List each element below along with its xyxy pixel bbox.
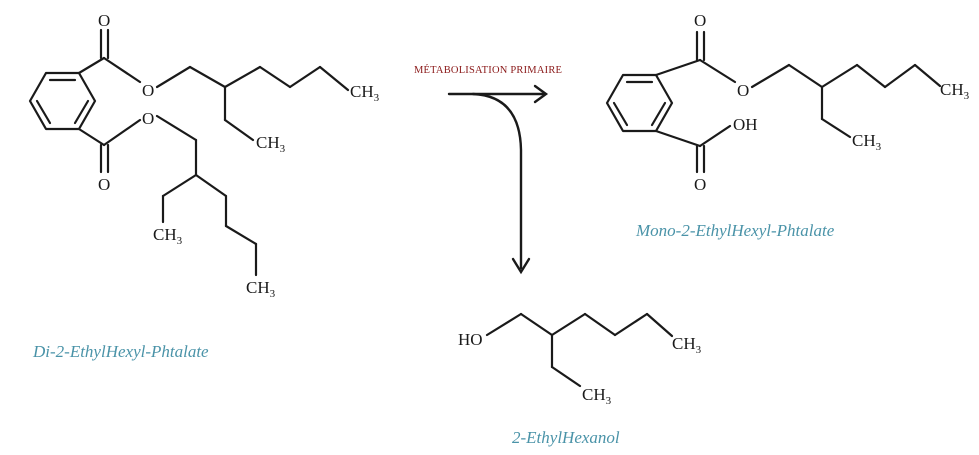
- dehp-bond: [77, 56, 106, 75]
- mehp-bond: [654, 129, 702, 148]
- dehp-o-bottom: O: [98, 175, 110, 194]
- eh-bond: [613, 312, 649, 337]
- dehp-o-ester-1: O: [142, 81, 154, 100]
- arrow-main-head-icon: [533, 84, 549, 104]
- dehp-ch3-upper-end: CH3: [350, 82, 380, 104]
- mehp-bond: [855, 63, 887, 89]
- dehp-o-top: O: [98, 11, 110, 30]
- ethylhexanol-structure: HO CH3 CH3: [458, 312, 702, 407]
- dehp-bond: [288, 65, 322, 89]
- dehp-bond: [155, 65, 192, 89]
- eh-bond: [550, 365, 582, 388]
- dehp-ring-double-2: [35, 99, 52, 125]
- mehp-o-ester: O: [737, 81, 749, 100]
- eh-ho: HO: [458, 330, 483, 349]
- eh-bond: [645, 312, 674, 338]
- dehp-bond: [318, 65, 350, 92]
- mehp-bond: [820, 117, 852, 139]
- eh-bond: [583, 312, 617, 337]
- metabolism-arrow: MÉTABOLISATION PRIMAIRE: [414, 64, 562, 275]
- dehp-bond: [223, 65, 262, 89]
- mehp-bond: [883, 63, 917, 89]
- dehp-bond: [258, 65, 292, 89]
- eh-ch3-ethyl: CH3: [582, 385, 612, 407]
- arrow-branch-head-icon: [511, 257, 531, 275]
- mehp-ring-double-2: [612, 101, 629, 127]
- mehp-ring-double-3: [650, 101, 667, 127]
- mehp-caption: Mono-2-EthylHexyl-Phtalate: [635, 221, 835, 240]
- mehp-bond: [913, 63, 942, 88]
- mehp-bond: [750, 63, 791, 89]
- dehp-ch3-lower-end: CH3: [246, 278, 276, 300]
- mehp-ch3-end: CH3: [940, 80, 970, 102]
- arrow-branch-curve: [471, 92, 523, 270]
- eh-bond: [519, 312, 554, 337]
- dehp-ch3-upper-ethyl: CH3: [256, 133, 286, 155]
- dehp-bond: [102, 56, 142, 84]
- dehp-ch3-lower-ethyl: CH3: [153, 225, 183, 247]
- dehp-benzene-ring: [28, 71, 97, 131]
- mehp-benzene-ring: [605, 73, 674, 133]
- mehp-o-bottom: O: [694, 175, 706, 194]
- mehp-bond: [787, 63, 824, 89]
- dehp-bond: [102, 118, 142, 147]
- mehp-bond: [698, 58, 737, 84]
- mehp-o-top: O: [694, 11, 706, 30]
- dehp-caption: Di-2-EthylHexyl-Phtalate: [32, 342, 209, 361]
- dehp-bond: [155, 114, 198, 142]
- dehp-bond: [188, 65, 227, 89]
- mehp-ch3-ethyl: CH3: [852, 131, 882, 153]
- mehp-oh: OH: [733, 115, 758, 134]
- eh-ch3-end: CH3: [672, 334, 702, 356]
- dehp-ring-double-3: [73, 99, 90, 125]
- eh-bond: [485, 312, 523, 337]
- dehp-bond: [223, 118, 255, 142]
- eh-bond: [550, 312, 587, 337]
- mehp-bond: [698, 124, 732, 148]
- dehp-o-ester-2: O: [142, 109, 154, 128]
- dehp-structure: O O O O CH3 CH3 CH3 CH3: [28, 11, 380, 300]
- dehp-bond: [224, 224, 258, 246]
- dehp-bond: [194, 173, 228, 198]
- mehp-structure: O O OH O CH3 CH3: [605, 11, 970, 194]
- ethylhexanol-caption: 2-EthylHexanol: [512, 428, 620, 447]
- mehp-bond: [654, 58, 702, 77]
- dehp-bond: [161, 173, 198, 198]
- arrow-label: MÉTABOLISATION PRIMAIRE: [414, 64, 562, 76]
- mehp-bond: [820, 63, 859, 89]
- dehp-bond: [77, 127, 106, 147]
